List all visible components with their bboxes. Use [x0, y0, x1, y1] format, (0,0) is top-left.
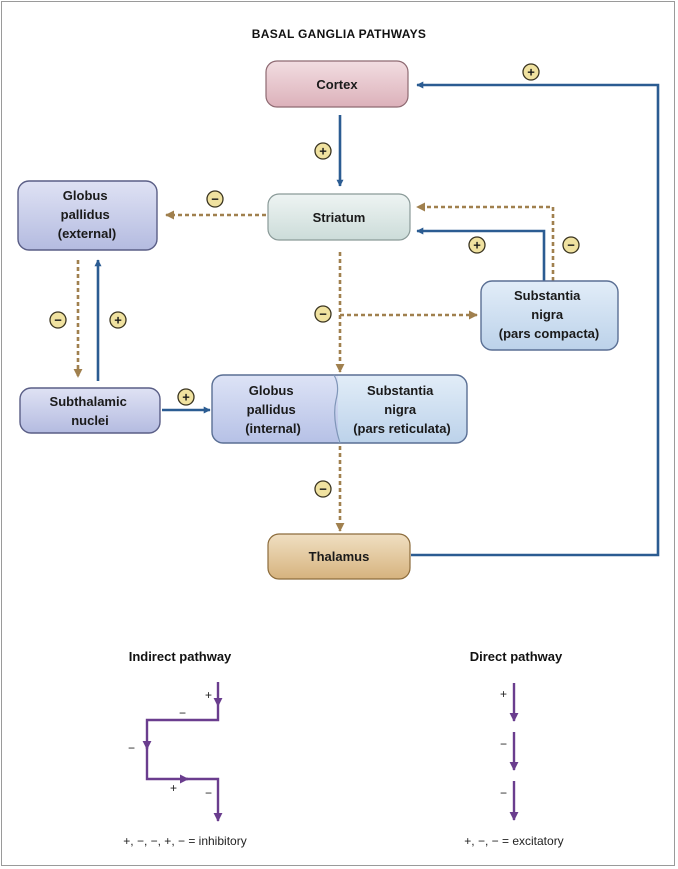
sign-badge-gp-internal-thalamus: − — [314, 480, 332, 498]
node-sn-reticulata-line-3: (pars reticulata) — [353, 421, 451, 436]
svg-text:+: + — [473, 238, 481, 253]
svg-text:−: − — [211, 192, 219, 207]
node-sn-compacta-line-3: (pars compacta) — [499, 326, 599, 341]
sign-badge-sn-compacta-striatum-plus: + — [468, 236, 486, 254]
node-thalamus-line-1: Thalamus — [309, 549, 370, 564]
sign-badge-striatum-down: − — [314, 305, 332, 323]
legend-indirect-sign-5: − — [205, 786, 212, 800]
node-gp-external-line-1: Globus — [63, 188, 108, 203]
node-striatum-line-1: Striatum — [313, 210, 366, 225]
svg-text:Subthalamic nuclei: Subthalamic nuclei — [50, 394, 131, 428]
node-sn-compacta-line-1: Substantia — [514, 288, 581, 303]
svg-text:+: + — [114, 313, 122, 328]
svg-text:Substantia nigra (: Substantia nigra (pars reticulata) — [353, 383, 451, 436]
svg-text:Globus pallidus (i: Globus pallidus (internal) — [245, 383, 301, 436]
arrow-sn-compacta-to-striatum-excitatory — [416, 227, 546, 281]
node-gp-internal-line-3: (internal) — [245, 421, 301, 436]
node-gp-internal-line-1: Globus — [249, 383, 294, 398]
legend-indirect-sign-4: + — [170, 781, 177, 795]
svg-text:+: + — [182, 390, 190, 405]
node-subthalamic-line-1: Subthalamic — [50, 394, 127, 409]
sign-badge-thalamus-cortex: + — [522, 63, 540, 81]
node-cortex-line-1: Cortex — [316, 77, 358, 92]
arrow-sn-compacta-to-striatum-inhibitory — [416, 202, 555, 281]
legend-indirect-sign-2: − — [179, 706, 186, 720]
legend-direct-sign-3: − — [500, 786, 507, 800]
legend-indirect-title: Indirect pathway — [129, 649, 232, 664]
svg-text:Cortex: Cortex — [316, 77, 358, 92]
sign-badge-cortex-striatum: + — [314, 142, 332, 160]
legend-direct-title: Direct pathway — [470, 649, 563, 664]
legend-indirect-sign-3: − — [128, 741, 135, 755]
svg-text:+: + — [319, 144, 327, 159]
svg-text:−: − — [319, 482, 327, 497]
arrow-thalamus-to-cortex — [411, 81, 660, 557]
svg-text:Striatum: Striatum — [313, 210, 366, 225]
node-striatum: Striatum — [267, 193, 411, 241]
node-gp-internal-line-2: pallidus — [247, 402, 296, 417]
sign-badge-sn-compacta-striatum-minus: − — [562, 236, 580, 254]
node-globus-pallidus-external: Globus pallidus (external) — [17, 180, 158, 251]
node-gp-external-line-3: (external) — [58, 226, 117, 241]
legend-direct-sign-2: − — [500, 737, 507, 751]
svg-text:−: − — [567, 238, 575, 253]
node-gp-external-line-2: pallidus — [61, 207, 110, 222]
node-gp-internal-sn-reticulata: Globus pallidus (internal) Substantia ni… — [211, 374, 468, 444]
legend-indirect-pathway: Indirect pathway + − − + − +, −, −, +, −… — [123, 649, 246, 848]
legend-direct-caption: +, −, − = excitatory — [464, 834, 563, 848]
node-sn-compacta-line-2: nigra — [531, 307, 564, 322]
sign-badge-subthalamic-gp-external: + — [109, 311, 127, 329]
legend-indirect-caption: +, −, −, +, − = inhibitory — [123, 834, 246, 848]
svg-text:Substantia nigra (: Substantia nigra (pars compacta) — [499, 288, 599, 341]
svg-text:−: − — [319, 307, 327, 322]
svg-text:−: − — [54, 313, 62, 328]
svg-text:+: + — [527, 65, 535, 80]
legend-indirect-sign-1: + — [205, 688, 212, 702]
node-substantia-nigra-compacta: Substantia nigra (pars compacta) — [480, 280, 619, 351]
node-sn-reticulata-line-2: nigra — [384, 402, 417, 417]
node-sn-reticulata-line-1: Substantia — [367, 383, 434, 398]
legend-direct-pathway: Direct pathway + − − +, −, − = excitator… — [464, 649, 563, 848]
node-subthalamic-nuclei: Subthalamic nuclei — [19, 387, 161, 434]
node-thalamus: Thalamus — [267, 533, 411, 580]
svg-text:Thalamus: Thalamus — [309, 549, 370, 564]
node-subthalamic-line-2: nuclei — [71, 413, 109, 428]
sign-badge-subthalamic-gp-internal: + — [177, 388, 195, 406]
svg-text:Globus pallidus (e: Globus pallidus (external) — [58, 188, 117, 241]
node-cortex: Cortex — [265, 60, 409, 108]
legend-direct-sign-1: + — [500, 687, 507, 701]
diagram-title: BASAL GANGLIA PATHWAYS — [252, 27, 426, 41]
sign-badge-gp-external-subthalamic: − — [49, 311, 67, 329]
sign-badge-striatum-gp-external: − — [206, 190, 224, 208]
